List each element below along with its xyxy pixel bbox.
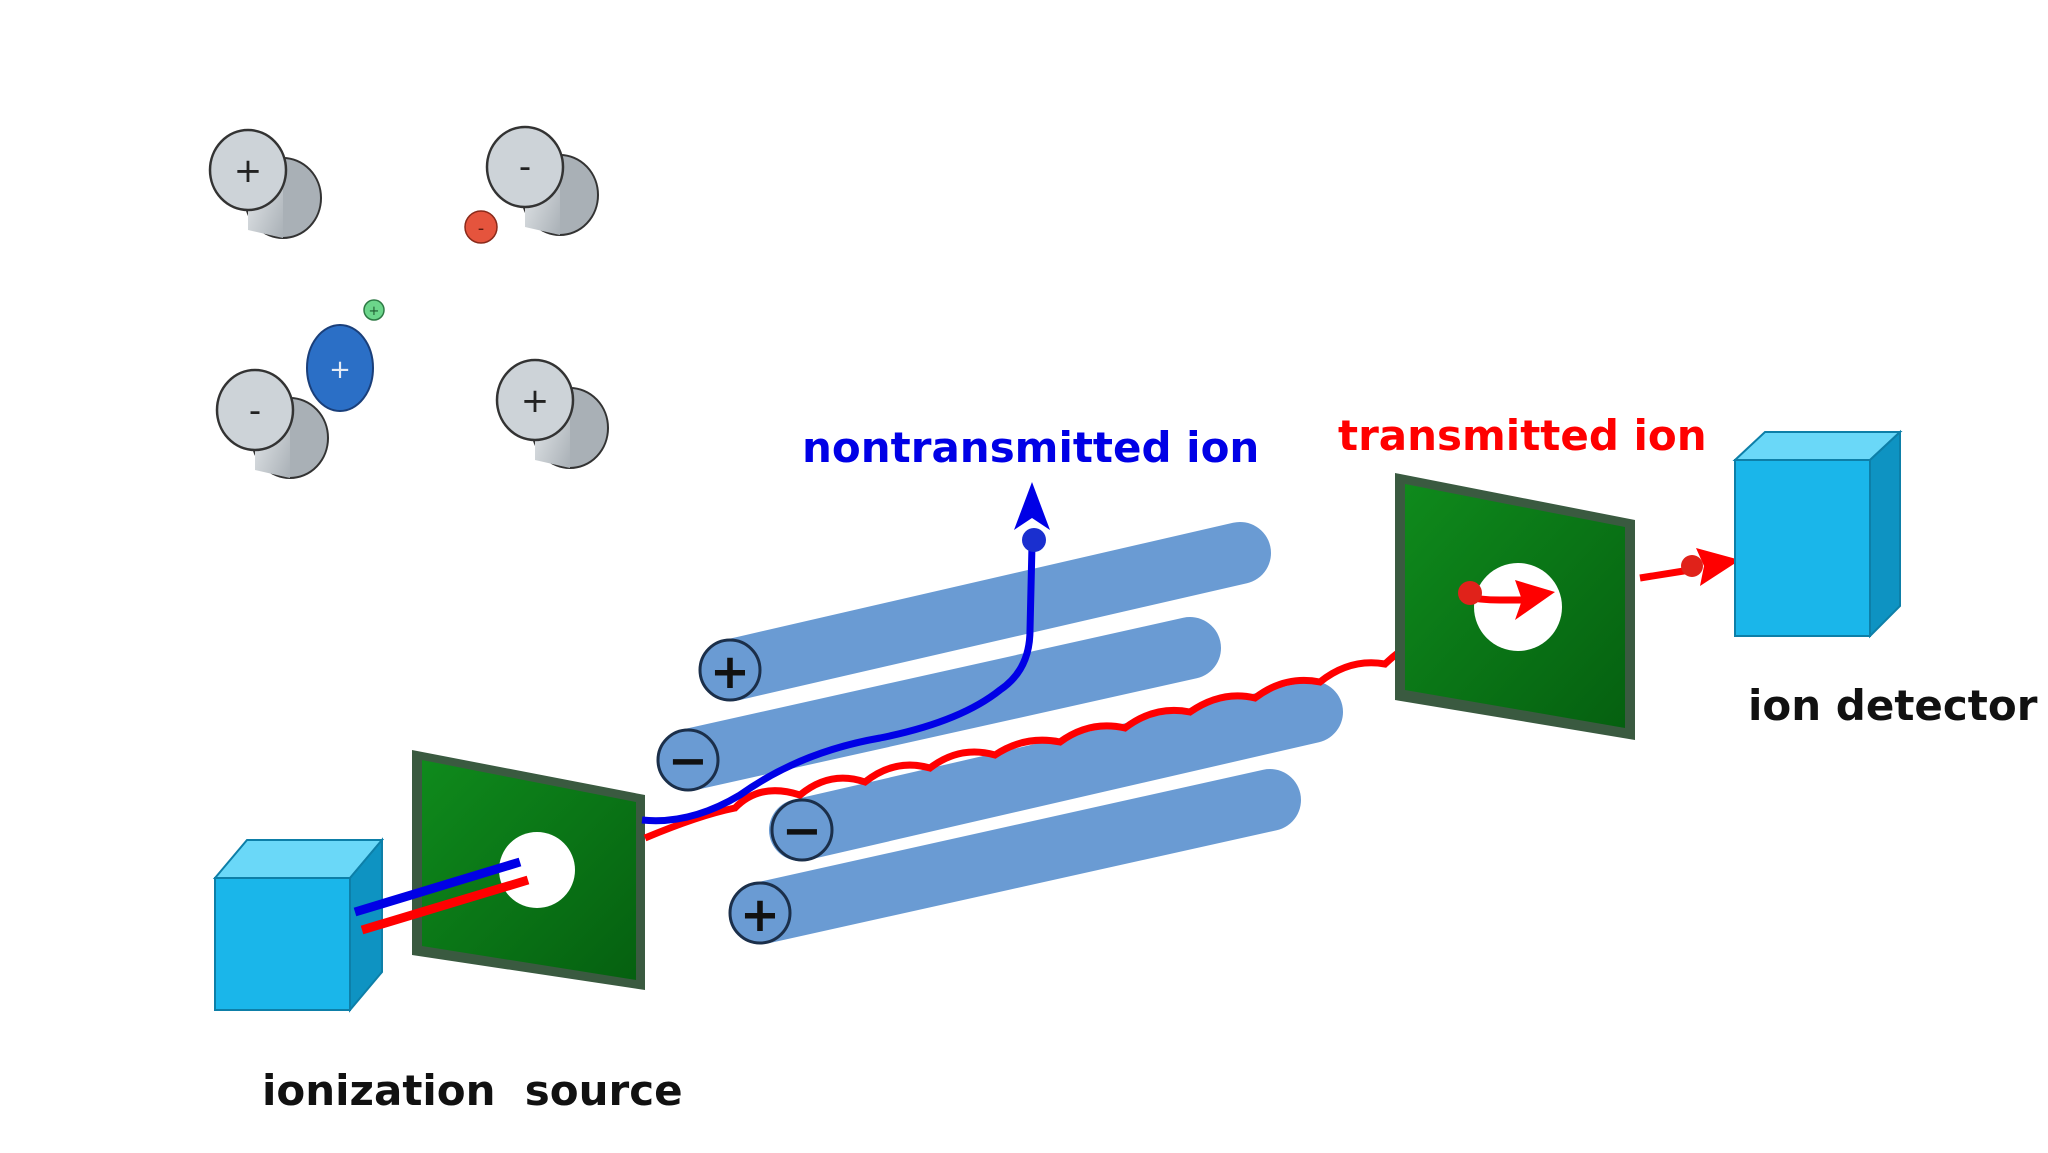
rod-sign: + xyxy=(710,644,750,700)
transmitted-ion-label: transmitted ion xyxy=(1338,411,1707,460)
cylinder-sign: + xyxy=(234,151,263,191)
cylinder-bottom-right: + xyxy=(495,358,609,469)
rod-cap-top: + xyxy=(698,638,762,702)
rod-cap-lower: − xyxy=(770,798,834,862)
plate-aperture xyxy=(1474,563,1562,651)
rod-lower xyxy=(769,681,1343,861)
cylinder-bottom-left: - xyxy=(215,368,329,479)
blue-ion: + xyxy=(306,324,374,412)
plate-aperture xyxy=(499,832,575,908)
transmitted-arrow-detector xyxy=(1696,548,1740,586)
rod-bottom xyxy=(731,769,1301,944)
ionization-source-box xyxy=(212,837,385,1013)
red-beam-entry xyxy=(360,875,530,935)
rod-cap-bottom: + xyxy=(728,881,792,945)
ion-sign: + xyxy=(369,304,380,319)
rod-sign: − xyxy=(782,803,822,859)
transmitted-ion-to-detector xyxy=(1639,566,1691,582)
nontransmitted-ion-label: nontransmitted ion xyxy=(802,423,1259,472)
ion-sign: - xyxy=(478,218,485,239)
cylinder-sign: - xyxy=(249,391,261,431)
rod-sign: + xyxy=(740,887,780,943)
nontransmitted-ion-arrow xyxy=(1014,482,1050,552)
ion-detector-label: ion detector xyxy=(1748,681,2038,730)
entrance-plate xyxy=(412,750,645,990)
red-ion: - xyxy=(464,210,498,244)
rod-cap-upper: − xyxy=(656,728,720,792)
rod-upper xyxy=(657,617,1221,791)
rod-top xyxy=(701,522,1271,701)
blue-beam-entry xyxy=(353,857,522,917)
transmitted-arrow-aperture xyxy=(1515,580,1555,620)
ion-detector-box xyxy=(1732,429,1903,639)
rod-sign: − xyxy=(668,733,708,789)
cross-section-inset: + - - + + - xyxy=(208,125,609,479)
cylinder-sign: + xyxy=(521,381,550,421)
nontransmitted-ion-path xyxy=(641,544,1036,825)
exit-plate xyxy=(1395,473,1635,740)
transmitted-ion-path xyxy=(643,601,1501,842)
transmitted-ion-dot xyxy=(1681,555,1703,577)
transmitted-ion-dot xyxy=(1458,581,1482,605)
ionization-source-label: ionization source xyxy=(262,1066,683,1115)
quadrupole-rods xyxy=(657,522,1343,944)
ion-sign: + xyxy=(329,355,351,385)
cylinder-top-right: - xyxy=(485,125,599,236)
cylinder-sign: - xyxy=(519,147,531,187)
green-ion: + xyxy=(363,299,385,321)
cylinder-top-left: + xyxy=(208,128,322,239)
